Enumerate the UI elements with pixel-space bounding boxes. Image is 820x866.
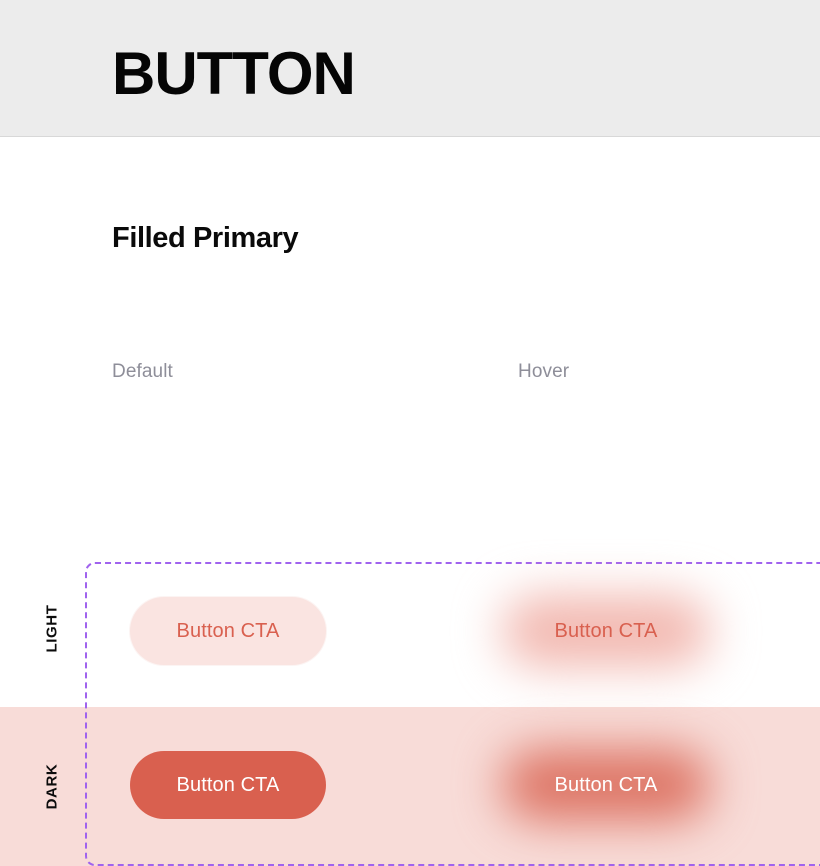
content-area: Filled Primary Default Hover LIGHT DARK …: [0, 137, 820, 866]
column-header-hover: Hover: [518, 361, 570, 382]
page-header: BUTTON: [0, 0, 820, 137]
row-label-dark: DARK: [43, 763, 61, 810]
button-dark-default[interactable]: Button CTA: [130, 751, 326, 819]
button-dark-hover[interactable]: Button CTA: [502, 748, 710, 822]
button-label: Button CTA: [176, 774, 280, 796]
row-label-light: LIGHT: [43, 604, 61, 653]
section-title: Filled Primary: [112, 222, 299, 254]
button-shape: [130, 751, 326, 819]
button-label: Button CTA: [176, 620, 280, 642]
button-label: Button CTA: [554, 774, 658, 796]
cell-light-hover: Button CTA: [490, 566, 790, 696]
button-light-default[interactable]: Button CTA: [130, 597, 326, 665]
button-shape: [502, 594, 710, 668]
button-light-hover[interactable]: Button CTA: [502, 594, 710, 668]
button-shape: [130, 597, 326, 665]
button-label: Button CTA: [554, 620, 658, 642]
cell-dark-default: Button CTA: [112, 720, 412, 850]
cell-light-default: Button CTA: [112, 566, 412, 696]
page-title: BUTTON: [112, 40, 356, 107]
cell-dark-hover: Button CTA: [490, 720, 790, 850]
button-shape: [502, 748, 710, 822]
column-header-default: Default: [112, 361, 173, 382]
